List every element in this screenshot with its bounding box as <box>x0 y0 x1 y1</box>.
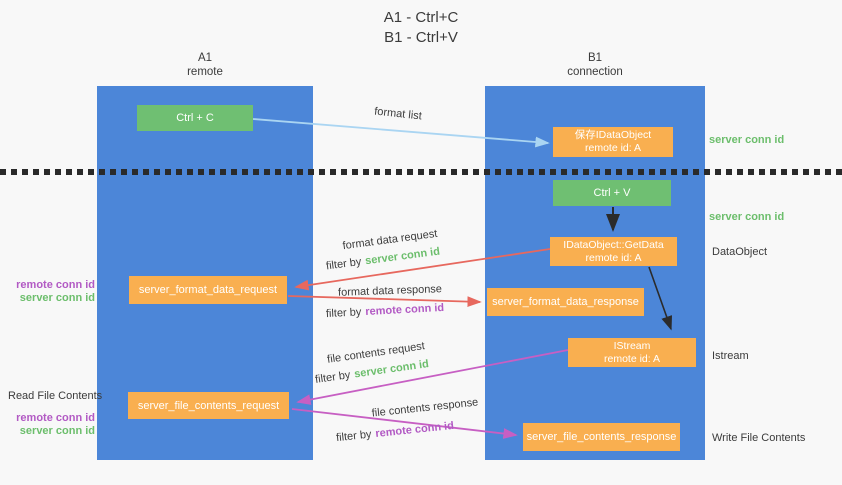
filter-by-text-1: filter by <box>325 255 363 273</box>
label-format-list: format list <box>373 105 423 123</box>
label-remote-conn-id-left2: remote conn id <box>16 412 95 424</box>
dashed-separator <box>0 169 842 175</box>
label-istream: Istream <box>712 350 749 362</box>
column-b-id: B1 <box>587 52 603 64</box>
node-istream-line1: IStream <box>613 339 651 352</box>
node-idataobject-getdata-line2: remote id: A <box>585 251 642 264</box>
diagram-title: A1 - Ctrl+C B1 - Ctrl+V <box>0 8 842 48</box>
node-server-file-contents-response-label: server_file_contents_response <box>526 431 677 443</box>
column-a-subtitle: remote <box>187 66 223 78</box>
node-save-idataobject: 保存IDataObject remote id: A <box>553 127 673 157</box>
column-a-header: A1 remote <box>97 51 313 79</box>
filter-value-1: server conn id <box>364 245 441 268</box>
label-server-conn-id-mid: server conn id <box>709 211 785 223</box>
node-idataobject-getdata-line1: IDataObject::GetData <box>563 238 664 251</box>
label-server-conn-id-left1: server conn id <box>19 292 95 304</box>
label-write-file-contents: Write File Contents <box>712 432 806 444</box>
filter-by-text-3: filter by <box>314 369 352 386</box>
label-dataobject: DataObject <box>712 246 768 258</box>
node-server-file-contents-request: server_file_contents_request <box>128 392 289 419</box>
node-istream-line2: remote id: A <box>603 352 661 365</box>
node-save-idataobject-line2: remote id: A <box>584 142 642 154</box>
node-save-idataobject-line1: 保存IDataObject <box>574 129 652 141</box>
label-remote-conn-id-left1: remote conn id <box>16 279 95 291</box>
node-server-file-contents-response: server_file_contents_response <box>523 423 680 451</box>
node-server-format-data-response: server_format_data_response <box>487 288 644 316</box>
label-format-data-response: format data response <box>337 283 443 299</box>
node-server-format-data-request-label: server_format_data_request <box>138 284 278 296</box>
node-server-format-data-request: server_format_data_request <box>129 276 287 304</box>
node-ctrl-c-label: Ctrl + C <box>176 112 214 124</box>
title-line-1: A1 - Ctrl+C <box>383 9 459 26</box>
filter-value-4: remote conn id <box>374 419 455 441</box>
label-read-file-contents: Read File Contents <box>8 390 103 402</box>
node-ctrl-c: Ctrl + C <box>137 105 253 131</box>
node-ctrl-v: Ctrl + V <box>553 180 671 206</box>
label-server-conn-id-left2: server conn id <box>19 425 95 437</box>
label-server-conn-id-top: server conn id <box>709 134 785 146</box>
filter-by-text-4: filter by <box>335 428 373 445</box>
node-istream: IStream remote id: A <box>568 338 696 367</box>
node-server-format-data-response-label: server_format_data_response <box>492 296 639 308</box>
column-b-subtitle: connection <box>567 66 623 78</box>
node-ctrl-v-label: Ctrl + V <box>593 187 631 199</box>
node-idataobject-getdata: IDataObject::GetData remote id: A <box>550 237 677 266</box>
column-a-id: A1 <box>197 52 213 64</box>
column-b-header: B1 connection <box>485 51 705 79</box>
title-line-2: B1 - Ctrl+V <box>384 29 458 46</box>
node-server-file-contents-request-label: server_file_contents_request <box>137 399 280 412</box>
filter-by-text-2: filter by <box>325 306 362 321</box>
filter-value-2: remote conn id <box>365 301 445 319</box>
label-file-contents-response: file contents response <box>371 396 479 420</box>
filter-value-3: server conn id <box>353 358 430 381</box>
